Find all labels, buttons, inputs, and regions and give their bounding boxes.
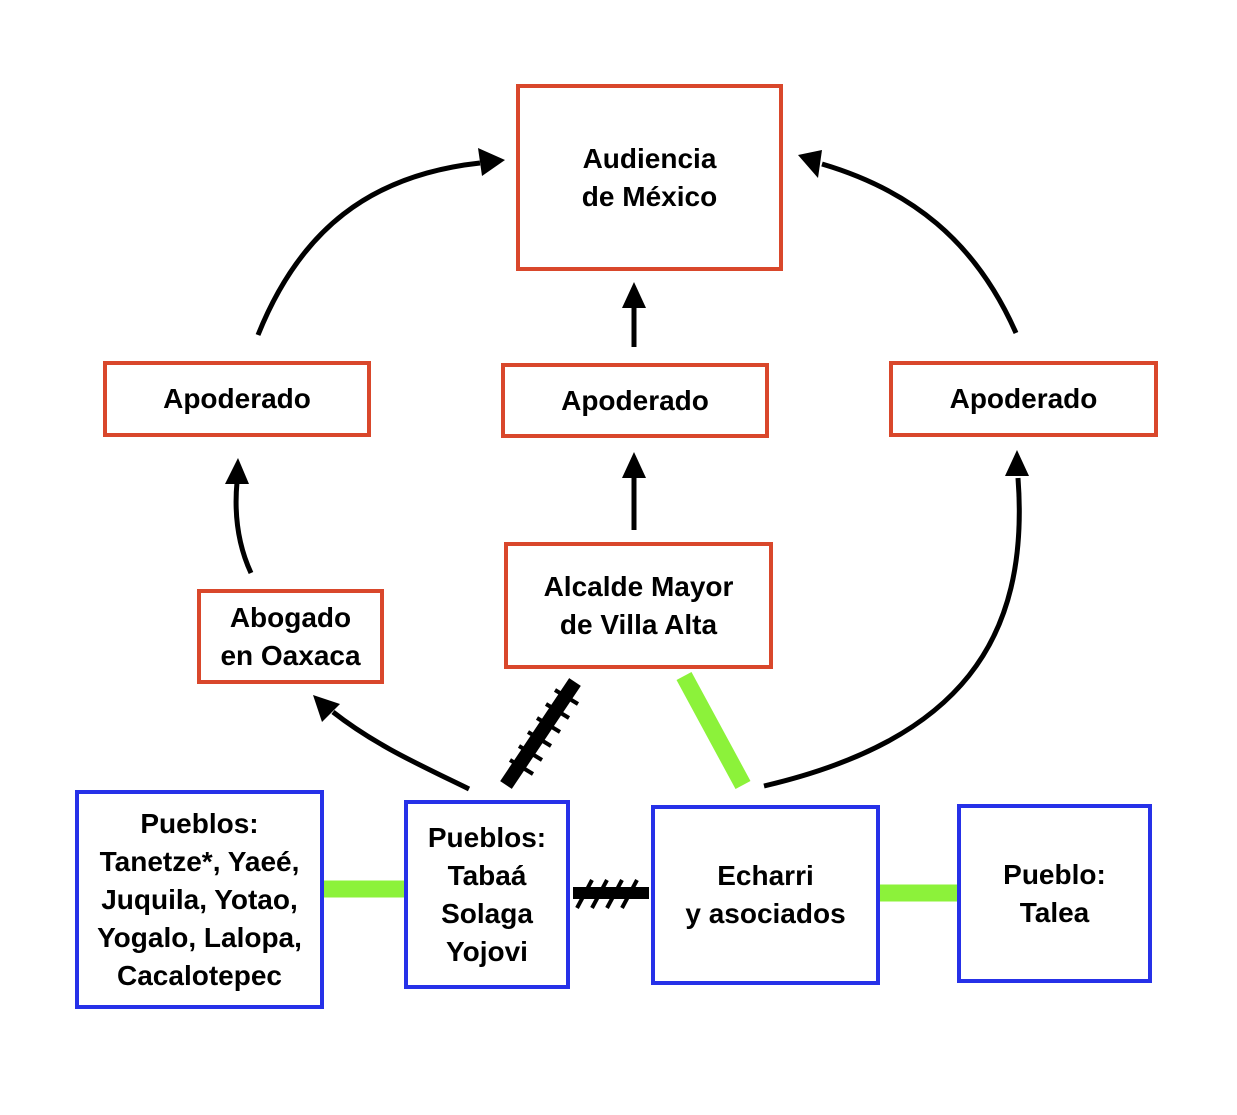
node-apoderado-center: Apoderado [501, 363, 769, 438]
node-pueblo-talea: Pueblo: Talea [957, 804, 1152, 983]
arrowhead-icon [622, 452, 646, 478]
node-label: Echarri y asociados [685, 860, 846, 929]
arrow-pueblos-tabaa-to-abogado [331, 710, 471, 792]
node-alcalde-mayor: Alcalde Mayor de Villa Alta [504, 542, 773, 669]
node-label: Apoderado [163, 383, 311, 414]
node-label: Abogado en Oaxaca [220, 601, 361, 671]
arrowhead-icon [622, 282, 646, 308]
node-label: Apoderado [949, 383, 1098, 414]
arrow-echarri-to-apoderado-right [763, 477, 1022, 789]
arrowhead-icon [798, 150, 822, 178]
arrowhead-icon [313, 695, 340, 722]
arrow-apoderado-left-to-audiencia [255, 160, 481, 336]
node-label: Pueblos: Tabaá Solaga Yojovi [427, 821, 547, 967]
node-pueblos-tanetze: Pueblos: Tanetze*, Yaeé, Juquila, Yotao,… [75, 790, 324, 1009]
node-label: Apoderado [561, 384, 709, 416]
conflict-hatch-marks [508, 688, 580, 776]
arrowhead-icon [478, 148, 505, 176]
alliance-link-alcalde-echarri [676, 671, 751, 790]
node-abogado-en-oaxaca: Abogado en Oaxaca [197, 589, 384, 684]
node-audiencia-de-mexico: Audiencia de México [516, 84, 783, 271]
arrow-abogado-to-apoderado-left [233, 481, 254, 575]
node-label: Pueblo: Talea [1003, 858, 1106, 928]
conflict-hatch-marks [575, 879, 639, 909]
node-pueblos-tabaa: Pueblos: Tabaá Solaga Yojovi [404, 800, 570, 989]
node-label: Audiencia de México [581, 142, 718, 212]
arrowhead-icon [1005, 450, 1029, 476]
node-echarri-y-asociados: Echarri y asociados [651, 805, 880, 985]
arrow-apoderado-right-to-audiencia [821, 161, 1019, 335]
node-apoderado-right: Apoderado [889, 361, 1158, 437]
conflict-link-tabaa-alcalde [500, 678, 581, 789]
node-label: Pueblos: Tanetze*, Yaeé, Juquila, Yotao,… [97, 807, 302, 991]
node-apoderado-left: Apoderado [103, 361, 371, 437]
node-label: Alcalde Mayor de Villa Alta [543, 570, 734, 640]
arrowhead-icon [225, 458, 249, 484]
